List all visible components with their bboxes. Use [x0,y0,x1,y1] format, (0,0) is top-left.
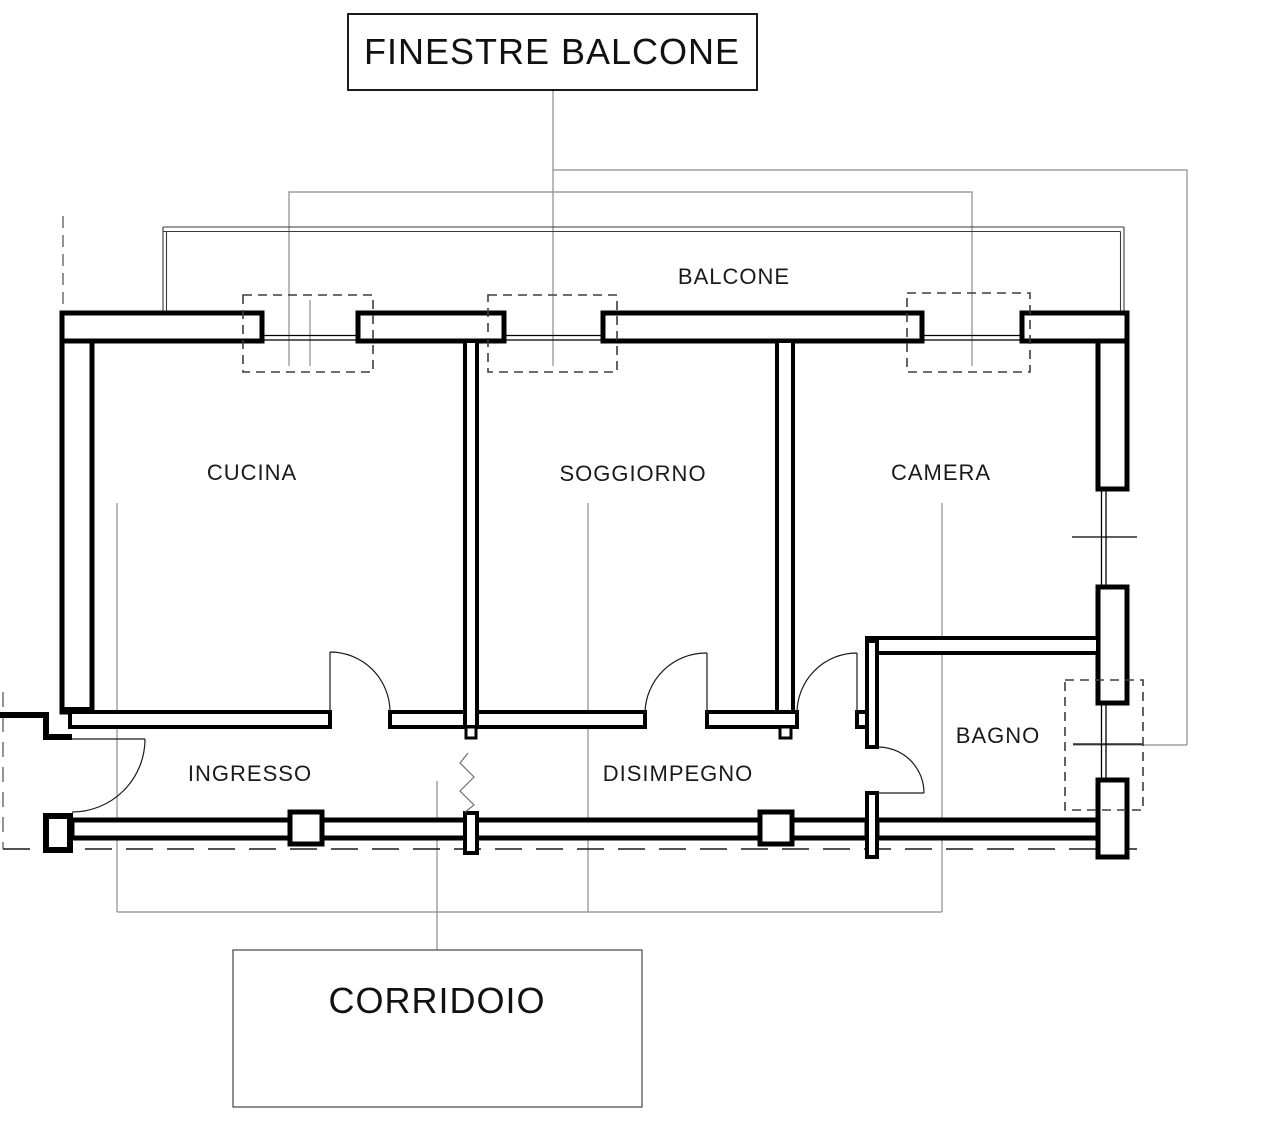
wall-top-mid2 [600,310,925,344]
wall-right-upper [1095,338,1130,492]
doors [71,651,925,813]
marker-window-bagno [1064,679,1144,811]
leader-rail-to-cucina-camera-windows [288,191,973,366]
exterior-walls [59,310,1130,860]
corridor-wall-3 [789,817,870,841]
door-entrance [71,738,146,813]
corridor-pillar-left [287,809,325,847]
corridor-pillar-right [757,809,795,847]
interior-walls [68,339,1100,749]
corridoio-box [232,949,643,1108]
marker-window-soggiorno [487,294,618,373]
door-soggiorno [644,652,708,714]
window-cucina [262,334,358,341]
wall-bottom-4 [705,710,799,729]
wall-top-right [1019,310,1130,344]
window-bagno [1100,703,1107,780]
wall-bagno-disimpegno-upper [865,639,879,749]
room-label-disimpegno: DISIMPEGNO [602,761,754,786]
room-label-ingresso: INGRESSO [187,761,313,786]
room-label-balcone: BALCONE [677,264,791,289]
corridor-stub-divider [463,811,479,855]
door-cucina [329,651,391,713]
wall-soggiorno-camera [775,339,795,729]
balcony-railing [162,226,1125,314]
corridor-wall-1 [69,817,293,841]
wall-break-zigzag [459,752,475,813]
room-label-bagno: BAGNO [955,723,1041,748]
wall-top-mid1 [355,310,507,344]
dashed-axis-lines [2,216,1150,850]
window-markers [242,292,1144,811]
wall-bottom-1 [68,710,332,729]
room-label-cucina: CUCINA [206,460,298,485]
finestre-balcone-label: FINESTRE BALCONE [363,31,741,72]
room-label-soggiorno: SOGGIORNO [559,461,707,486]
room-label-camera: CAMERA [890,460,992,485]
marker-window-cucina [242,294,374,373]
corridor-wall-4 [874,817,1101,841]
leader-lines [116,90,1188,950]
wall-bagno-disimpegno-lower [865,791,879,859]
corridoio-label: CORRIDOIO [328,980,546,1021]
door-camera [796,652,858,714]
wall-top-left [59,310,265,344]
wall-bottom-5 [855,710,869,729]
window-camera-east [1100,489,1107,587]
windows [262,334,1143,780]
finestre-balcone-box [347,13,758,91]
corridor-walls [69,791,1101,859]
wall-cucina-soggiorno [463,339,479,729]
window-camera-north [922,334,1022,341]
leader-rail-to-bagno-window [553,169,1188,746]
marker-window-camera [906,292,1031,373]
wall-left [59,338,95,715]
door-bagno [877,746,925,794]
wall-bottom-3 [475,710,647,729]
wall-stub-divider2 [778,725,793,740]
window-soggiorno [504,334,603,341]
wall-stub-divider1 [464,725,478,740]
leader-corridor-loop [116,503,943,913]
wall-bottom-2 [388,710,467,729]
wall-camera-bagno [865,636,1100,655]
wall-right-middle [1095,584,1130,706]
corridor-wall-2 [319,817,763,841]
wall-right-lower [1095,777,1130,860]
